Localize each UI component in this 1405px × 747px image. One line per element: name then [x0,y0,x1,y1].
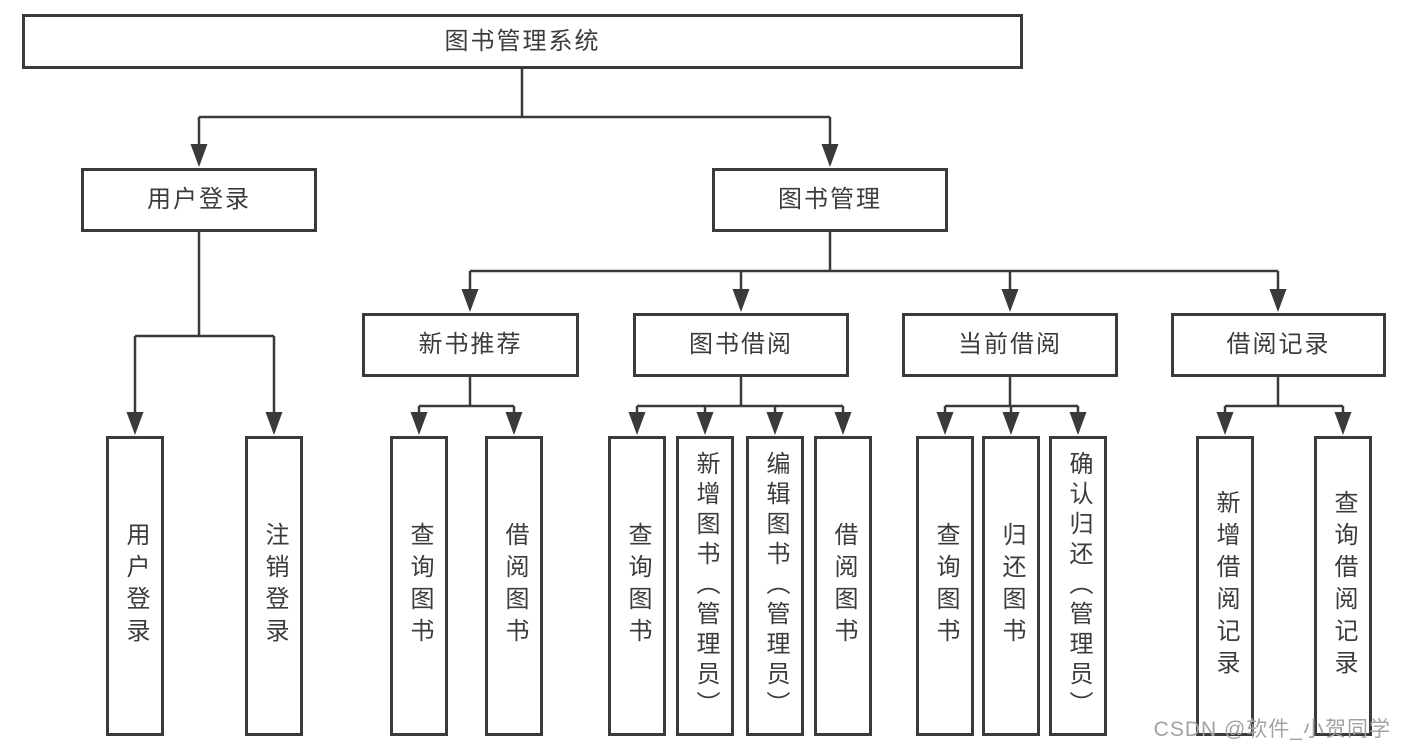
node-new-book-recommend: 新书推荐 [362,313,579,377]
leaf-add-borrow-record: 新增借阅记录 [1196,436,1254,736]
leaf-query-books-current-label: 查询图书 [932,522,959,650]
leaf-return-books-label: 归还图书 [998,522,1025,650]
leaf-borrow-books: 借阅图书 [814,436,872,736]
leaf-user-login-label: 用户登录 [122,522,149,650]
leaf-query-borrow-record: 查询借阅记录 [1314,436,1372,736]
leaf-edit-books-admin-label: 编辑图书（管理员） [762,451,789,721]
arrowhead-icons [126,144,1352,435]
node-book-management: 图书管理 [712,168,948,232]
leaf-query-books-recommend-label: 查询图书 [406,522,433,650]
node-user-login: 用户登录 [81,168,317,232]
node-book-management-label: 图书管理 [778,186,882,213]
leaf-borrow-books-label: 借阅图书 [830,522,857,650]
leaf-borrow-books-recommend-label: 借阅图书 [501,522,528,650]
node-current-borrow: 当前借阅 [902,313,1118,377]
leaf-query-borrow-record-label: 查询借阅记录 [1330,490,1357,682]
leaf-logout-label: 注销登录 [261,522,288,650]
node-current-borrow-label: 当前借阅 [958,331,1062,358]
node-borrow-records-label: 借阅记录 [1226,331,1331,358]
leaf-query-books-recommend: 查询图书 [390,436,448,736]
leaf-confirm-return-admin: 确认归还（管理员） [1049,436,1107,736]
node-borrow-records: 借阅记录 [1171,313,1386,377]
node-root-label: 图书管理系统 [444,27,601,55]
leaf-user-login: 用户登录 [106,436,164,736]
leaf-borrow-books-recommend: 借阅图书 [485,436,543,736]
leaf-logout: 注销登录 [245,436,303,736]
node-book-borrow: 图书借阅 [633,313,849,377]
leaf-query-books-borrow: 查询图书 [608,436,666,736]
leaf-add-books-admin-label: 新增图书（管理员） [692,451,719,721]
leaf-add-books-admin: 新增图书（管理员） [676,436,734,736]
node-user-login-label: 用户登录 [147,186,251,213]
leaf-confirm-return-admin-label: 确认归还（管理员） [1065,451,1092,721]
csdn-watermark: CSDN @软件_小贺同学 [1153,718,1391,741]
leaf-return-books: 归还图书 [982,436,1040,736]
node-new-book-recommend-label: 新书推荐 [418,331,523,358]
leaf-add-borrow-record-label: 新增借阅记录 [1212,490,1239,682]
node-root: 图书管理系统 [22,14,1023,69]
leaf-query-books-current: 查询图书 [916,436,974,736]
node-book-borrow-label: 图书借阅 [689,331,793,358]
leaf-query-books-borrow-label: 查询图书 [624,522,651,650]
leaf-edit-books-admin: 编辑图书（管理员） [746,436,804,736]
